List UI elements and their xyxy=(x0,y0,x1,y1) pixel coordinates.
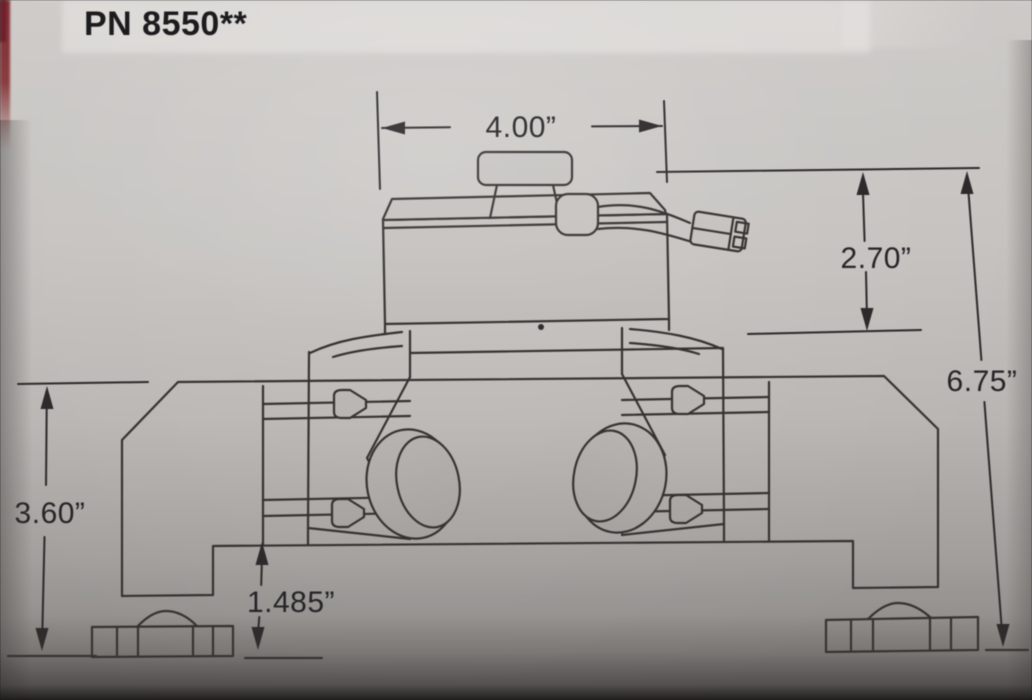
hex-bolt xyxy=(670,384,706,416)
dimension-line xyxy=(41,407,48,630)
extension-line xyxy=(17,381,149,385)
left-port xyxy=(365,428,461,540)
extension-line xyxy=(747,329,922,335)
dim-arrow-up xyxy=(40,386,54,409)
top-right-light xyxy=(842,0,1032,48)
casting-edges xyxy=(383,317,724,355)
extension-line xyxy=(376,91,668,190)
hex-bolt xyxy=(330,497,366,529)
hex-bolt xyxy=(668,493,704,525)
dimension-label-upper-height: 2.70” xyxy=(841,242,912,275)
page-edge-red-corner xyxy=(0,0,6,42)
fuel-pump-drawing xyxy=(6,150,1030,660)
dimension-label-base-height: 3.60” xyxy=(15,497,86,530)
dimension-width: 4.00” xyxy=(376,91,668,190)
page-edge-red xyxy=(0,0,10,150)
dim-arrow-up xyxy=(856,172,870,195)
dimension-label-overall-height: 6.75” xyxy=(947,365,1018,398)
pump-top-cap xyxy=(476,150,574,187)
drain-dot xyxy=(538,324,544,330)
right-foot-washer xyxy=(866,601,932,621)
dimension-line xyxy=(967,193,1003,625)
dim-arrow-down xyxy=(860,308,874,331)
dim-arrow-up xyxy=(960,171,974,194)
photo-shadow-left xyxy=(0,120,32,700)
dim-arrow-left xyxy=(382,121,405,135)
dim-arrow-right xyxy=(639,119,662,133)
page-header-band xyxy=(62,0,870,53)
photo-shadow-bottom xyxy=(0,615,1032,700)
lid-seam xyxy=(382,220,669,230)
electrical-connector xyxy=(689,210,750,253)
right-port xyxy=(572,422,668,534)
extension-line xyxy=(656,167,980,173)
photo-shadow-right xyxy=(1006,40,1032,700)
dim-arrow-up xyxy=(255,542,269,565)
hex-bolt xyxy=(332,388,368,420)
page-title: PN 8550** xyxy=(84,5,248,43)
wire xyxy=(596,204,694,244)
wire-grommet xyxy=(554,192,600,237)
dimension-line xyxy=(862,192,868,311)
dimension-upper-height: 2.70” xyxy=(656,167,980,335)
dimension-label-width: 4.00” xyxy=(486,111,557,144)
base-casting xyxy=(120,374,940,598)
dimension-base-height: 3.60” xyxy=(15,381,149,651)
dimension-label-ground-clearance: 1.485” xyxy=(247,586,335,619)
